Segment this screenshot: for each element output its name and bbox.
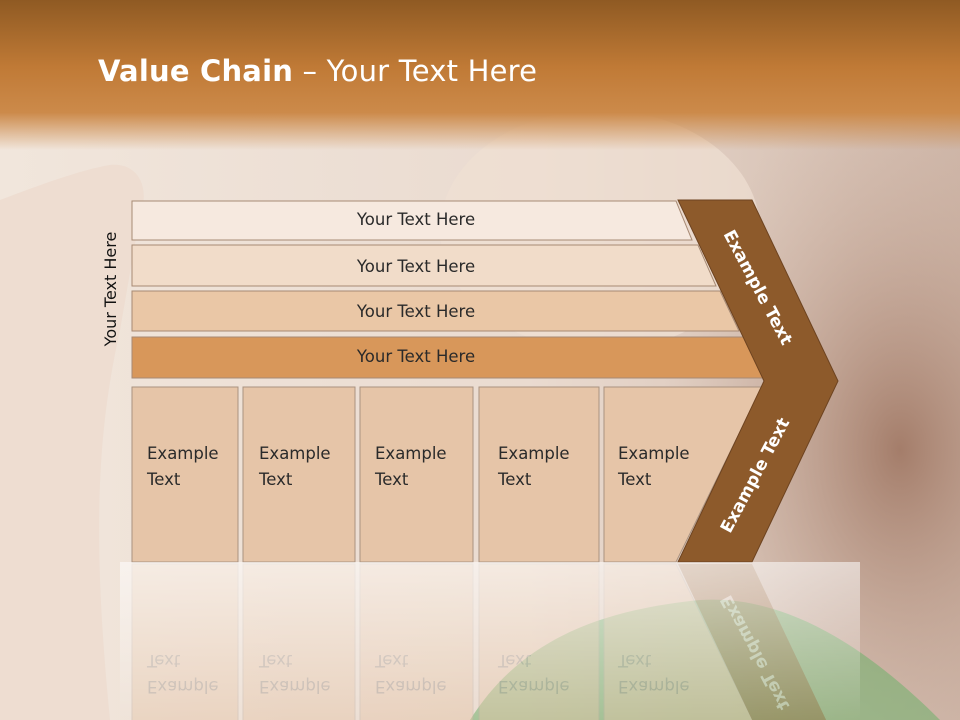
box-3-line2: Text bbox=[374, 470, 409, 489]
box-5-line1: Example bbox=[618, 444, 690, 463]
side-label: Your Text Here bbox=[101, 232, 120, 348]
box-1-line2: Text bbox=[146, 470, 181, 489]
row-4: Your Text Here bbox=[131, 336, 765, 379]
title-rest: – Your Text Here bbox=[293, 54, 538, 88]
box-3: Example Text bbox=[359, 386, 474, 563]
box-5: Example Text bbox=[603, 386, 763, 563]
box-2: Example Text bbox=[242, 386, 356, 563]
box-2-line1: Example bbox=[259, 444, 331, 463]
box-3-line1: Example bbox=[375, 444, 447, 463]
header-band bbox=[0, 0, 960, 150]
reflection-fade bbox=[120, 562, 860, 720]
box-5-line2: Text bbox=[617, 470, 652, 489]
box-4: Example Text bbox=[478, 386, 600, 563]
slide-title: Value Chain – Your Text Here bbox=[98, 54, 537, 88]
box-4-line2: Text bbox=[497, 470, 532, 489]
row-3-label: Your Text Here bbox=[356, 302, 475, 321]
row-2: Your Text Here bbox=[131, 244, 717, 287]
row-3: Your Text Here bbox=[131, 290, 740, 332]
row-2-label: Your Text Here bbox=[356, 257, 475, 276]
row-4-label: Your Text Here bbox=[356, 347, 475, 366]
box-2-line2: Text bbox=[258, 470, 293, 489]
box-1-line1: Example bbox=[147, 444, 219, 463]
row-1-label: Your Text Here bbox=[356, 210, 475, 229]
row-1: Your Text Here bbox=[131, 200, 693, 241]
box-1: Example Text bbox=[131, 386, 239, 563]
title-bold: Value Chain bbox=[98, 54, 294, 88]
box-4-line1: Example bbox=[498, 444, 570, 463]
